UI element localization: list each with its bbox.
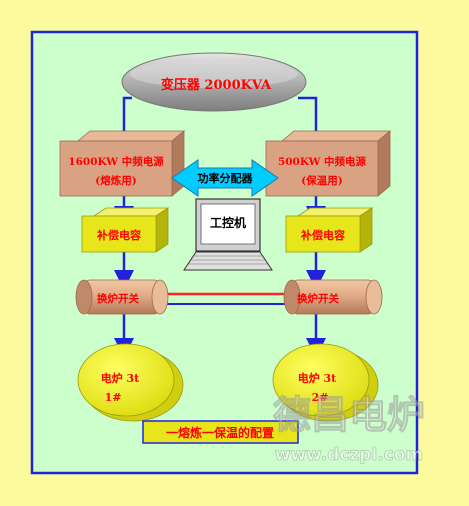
left-switch: 换炉开关 — [75, 279, 169, 315]
industrial-computer: 工控机 — [183, 198, 273, 271]
transformer: 变压器 2000KVA — [121, 52, 307, 112]
watermark-title: 德昌电炉 — [273, 393, 425, 437]
left-power-label-1: 1600KW 中频电源 — [68, 155, 164, 168]
keyboard-keys — [187, 255, 269, 265]
right-capacitor: 补偿电容 — [285, 207, 374, 253]
left-feed-line — [114, 96, 134, 151]
right-power-supply: 500KW 中频电源 (保温用) — [265, 130, 392, 197]
monitor-screen — [200, 203, 256, 245]
power-distributor-label: 功率分配器 — [198, 171, 254, 185]
transformer-label: 变压器 2000KVA — [161, 77, 272, 93]
left-power-label-2: (熔炼用) — [95, 174, 136, 187]
right-feed-line — [298, 96, 326, 151]
left-capacitor-label: 补偿电容 — [96, 228, 141, 242]
keyboard — [183, 251, 273, 271]
connection-lines — [114, 96, 326, 358]
left-switch-label: 换炉开关 — [97, 292, 139, 305]
left-furnace: 电炉 3t 1# — [77, 343, 184, 422]
right-furnace-label-2: 2# — [312, 391, 329, 404]
right-power-label-2: (保温用) — [301, 174, 342, 187]
right-furnace: 电炉 3t 2# — [272, 343, 379, 422]
watermark: 德昌电炉 www.dczpl.com — [272, 393, 425, 466]
right-furnace-label-1: 电炉 3t — [298, 371, 337, 385]
left-capacitor: 补偿电容 — [81, 207, 170, 253]
right-switch: 换炉开关 — [283, 279, 383, 315]
left-power-supply: 1600KW 中频电源 (熔炼用) — [59, 130, 186, 197]
right-switch-label: 换炉开关 — [297, 292, 339, 305]
caption-box: 一熔炼一保温的配置 — [142, 420, 299, 444]
left-furnace-label-2: 1# — [105, 391, 122, 404]
left-furnace-label-1: 电炉 3t — [101, 371, 140, 385]
watermark-url: www.dczpl.com — [275, 445, 424, 465]
ipc-label: 工控机 — [210, 215, 246, 230]
right-power-label-1: 500KW 中频电源 — [278, 155, 367, 168]
caption-label: 一熔炼一保温的配置 — [166, 425, 274, 440]
right-capacitor-label: 补偿电容 — [300, 228, 345, 242]
power-distributor: 功率分配器 — [171, 159, 279, 197]
